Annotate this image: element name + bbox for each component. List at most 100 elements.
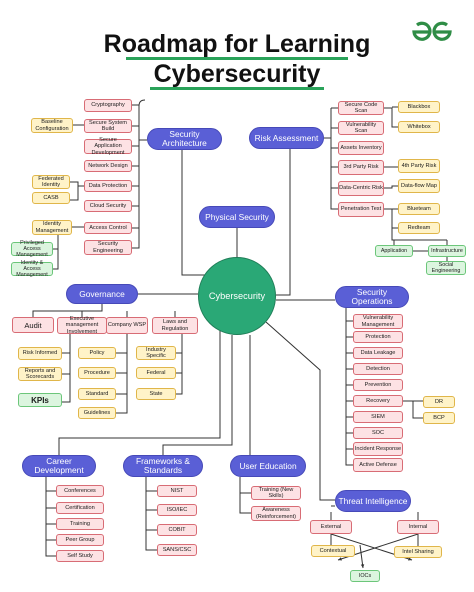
subtopic-whitebox[interactable]: Whitebox — [398, 121, 440, 133]
topic-executive-management-involvement[interactable]: Executive management Involvement — [57, 316, 107, 335]
subtopic-standard[interactable]: Standard — [78, 388, 116, 400]
topic-data-protection[interactable]: Data Protection — [84, 180, 132, 192]
hub-frameworks-standards[interactable]: Frameworks & Standards — [123, 455, 203, 477]
topic-secure-code-scan[interactable]: Secure Code Scan — [338, 101, 384, 115]
wire-federated — [70, 181, 84, 201]
topic-laws-and-regulation[interactable]: Laws and Regulation — [152, 317, 198, 334]
page-title-line1: Roadmap for Learning — [103, 30, 371, 58]
subtopic-dr[interactable]: DR — [423, 396, 455, 408]
subtopic-blueteam[interactable]: Blueteam — [398, 203, 440, 215]
topic-sans-csc[interactable]: SANS/CSC — [157, 544, 197, 556]
wire-team-children — [391, 228, 448, 245]
topic-data-centric-risk[interactable]: Data-Centric Risk — [338, 181, 384, 196]
wire-threat-branches — [330, 505, 419, 520]
subtopic-identity-management[interactable]: Identity Management — [32, 220, 72, 235]
subtopic-bcp[interactable]: BCP — [423, 412, 455, 424]
topic-training-new-skills[interactable]: Training (New Skills) — [251, 486, 301, 500]
topic-soc[interactable]: SOC — [353, 427, 403, 439]
topic-protection[interactable]: Protection — [353, 331, 403, 343]
topic-incident-response[interactable]: Incident Response — [353, 442, 403, 456]
topic-nist[interactable]: NIST — [157, 485, 197, 497]
wire-party-children — [384, 166, 398, 189]
topic-penetration-test[interactable]: Penetration Test — [338, 202, 384, 217]
topic-cloud-security[interactable]: Cloud Security — [84, 200, 132, 212]
subtopic-federal[interactable]: Federal — [136, 367, 176, 379]
subtopic-redteam[interactable]: Redteam — [398, 222, 440, 234]
topic-detection[interactable]: Detection — [353, 363, 403, 375]
arrow-head — [338, 557, 342, 561]
subtopic-application[interactable]: Application — [375, 245, 413, 257]
topic-network-design[interactable]: Network Design — [84, 160, 132, 172]
hub-threat-intelligence[interactable]: Threat Intelligence — [335, 490, 411, 512]
topic-external[interactable]: External — [310, 520, 352, 534]
wire-scan-children — [384, 106, 398, 128]
subtopic-blackbox[interactable]: Blackbox — [398, 101, 440, 113]
topic-secure-system-build[interactable]: Secure System Build — [84, 119, 132, 133]
topic-secure-application-development[interactable]: Secure Application Development — [84, 137, 132, 156]
subtopic-intel-sharing[interactable]: Intel Sharing — [394, 546, 442, 558]
subtopic-casb[interactable]: CASB — [32, 192, 70, 204]
hub-governance[interactable]: Governance — [66, 284, 138, 304]
hub-user-education[interactable]: User Education — [230, 455, 306, 477]
wire-frameworks — [162, 335, 233, 455]
wire-security-architecture — [181, 150, 205, 276]
hub-security-operations[interactable]: Security Operations — [335, 286, 409, 308]
topic-cryptography[interactable]: Cryptography — [84, 99, 132, 112]
topic-3rd-party-risk[interactable]: 3rd Party Risk — [338, 160, 384, 175]
subtopic-guidelines[interactable]: Guidelines — [78, 407, 116, 419]
topic-internal[interactable]: Internal — [397, 520, 439, 534]
wire-frameworks-list — [145, 477, 157, 551]
subtopic-contextual[interactable]: Contextual — [311, 545, 355, 557]
topic-training[interactable]: Training — [56, 518, 104, 530]
hub-security-architecture[interactable]: Security Architecture — [147, 128, 222, 150]
subtopic-industry-specific[interactable]: Industry Specific — [136, 346, 176, 360]
hub-risk-assessment[interactable]: Risk Assessment — [249, 127, 324, 149]
topic-vulnerability-scan[interactable]: Vulnerability Scan — [338, 121, 384, 135]
topic-awareness-reinforcement[interactable]: Awareness (Reinforcement) — [251, 506, 301, 521]
topic-data-leakage[interactable]: Data Leakage — [353, 347, 403, 359]
topic-recovery[interactable]: Recovery — [353, 395, 403, 407]
subtopic-policy[interactable]: Policy — [78, 347, 116, 359]
topic-cobit[interactable]: COBIT — [157, 524, 197, 536]
subtopic-social-engineering[interactable]: Social Engineering — [426, 261, 466, 275]
arrow-head — [408, 557, 412, 561]
subtopic-state[interactable]: State — [136, 388, 176, 400]
topic-active-defense[interactable]: Active Defense — [353, 458, 403, 472]
wire-pentest-children — [384, 208, 398, 229]
topic-company-wsp[interactable]: Company WSP — [106, 317, 148, 334]
topic-access-control[interactable]: Access Control — [84, 222, 132, 234]
subtopic-4th-party-risk[interactable]: 4th Party Risk — [398, 159, 440, 173]
subtopic-procedure[interactable]: Procedure — [78, 367, 116, 379]
subtopic-privileged-access-management[interactable]: Privileged Access Management — [11, 240, 53, 258]
hub-career-development[interactable]: Career Development — [22, 455, 96, 477]
wire-recovery-children — [403, 400, 423, 419]
arrow-head — [360, 564, 365, 568]
topic-siem[interactable]: SIEM — [353, 411, 403, 423]
hub-physical-security[interactable]: Physical Security — [199, 206, 275, 228]
topic-assets-inventory[interactable]: Assets Inventory — [338, 141, 384, 155]
arrow-line — [359, 544, 364, 569]
topic-self-study[interactable]: Self Study — [56, 550, 104, 562]
topic-audit[interactable]: Audit — [12, 317, 54, 333]
subtopic-kpis[interactable]: KPIs — [18, 393, 62, 407]
subtopic-infrastructure[interactable]: Infrastructure — [428, 245, 466, 257]
topic-iso-iec[interactable]: ISO/IEC — [157, 504, 197, 516]
subtopic-data-flow-map[interactable]: Data-flow Map — [398, 179, 440, 193]
topic-security-engineering[interactable]: Security Engineering — [84, 240, 132, 255]
subtopic-reports-and-scorecards[interactable]: Reports and Scorecards — [18, 367, 62, 381]
center-cybersecurity[interactable]: Cybersecurity — [198, 257, 276, 335]
wire-ra-list — [330, 108, 338, 210]
subtopic-baseline-configuration[interactable]: Baseline Configuration — [31, 118, 73, 133]
subtopic-iocs[interactable]: IOCs — [350, 570, 380, 582]
wire-risk-assessment — [276, 149, 291, 296]
topic-vulnerability-management[interactable]: Vulnerability Management — [353, 314, 403, 329]
topic-certification[interactable]: Certification — [56, 502, 104, 514]
wire-exec-children — [62, 334, 71, 403]
subtopic-risk-informed[interactable]: Risk Informed — [18, 347, 62, 360]
topic-conferences[interactable]: Conferences — [56, 485, 104, 497]
subtopic-identity-access-management[interactable]: Identity & Access Management — [11, 260, 53, 278]
subtopic-federated-identity[interactable]: Federated Identity — [32, 175, 70, 189]
topic-peer-group[interactable]: Peer Group — [56, 534, 104, 546]
topic-prevention[interactable]: Prevention — [353, 379, 403, 391]
